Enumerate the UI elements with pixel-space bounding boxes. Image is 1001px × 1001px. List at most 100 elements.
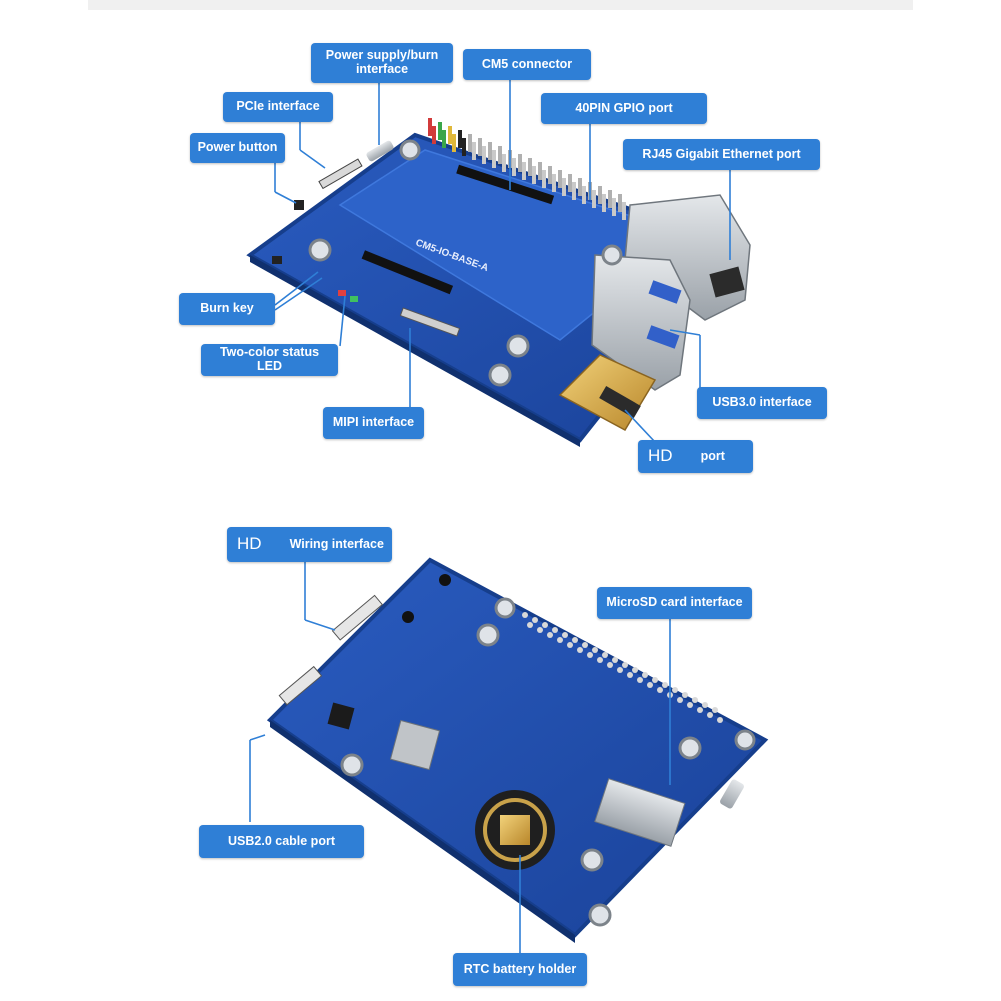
mount-hole (494, 597, 516, 619)
gpio-through-hole (527, 622, 533, 628)
gpio-pin (502, 154, 506, 172)
gpio-pin (568, 174, 572, 192)
gpio-pin (458, 130, 462, 148)
label-hd-wiring-prefix: HD (237, 534, 262, 554)
usb3-port-lower (646, 325, 680, 349)
gpio-pin (608, 190, 612, 208)
top-board-edge (250, 255, 580, 447)
gpio-through-hole (642, 672, 648, 678)
label-power-button: Power button (190, 133, 285, 163)
gpio-pin (538, 162, 542, 180)
gpio-through-hole (652, 677, 658, 683)
top-mounting-holes (308, 139, 623, 387)
rj45-opening (709, 266, 745, 298)
gpio-through-hole (532, 617, 538, 623)
gpio-pin (512, 158, 516, 176)
gpio-through-hole (717, 717, 723, 723)
top-leader-lines (274, 80, 731, 443)
gpio-through-hole (707, 712, 713, 718)
gpio-through-hole (607, 662, 613, 668)
status-led-part (338, 290, 346, 296)
rtc-holder-clip (500, 815, 530, 845)
gpio-pin (478, 138, 482, 156)
mount-hole (476, 623, 500, 647)
label-cm5-connector: CM5 connector (463, 49, 591, 80)
gpio-pin (498, 146, 502, 164)
label-gpio: 40PIN GPIO port (541, 93, 707, 124)
gpio-pin (582, 186, 586, 204)
gpio-pin (602, 194, 606, 212)
gpio-pin (552, 174, 556, 192)
gpio-through-hole (672, 687, 678, 693)
mount-hole (308, 238, 332, 262)
gpio-pin (522, 162, 526, 180)
mipi-connector (399, 307, 461, 337)
mount-hole (601, 244, 623, 266)
status-led-part (350, 296, 358, 302)
burn-key-part (272, 256, 282, 264)
gpio-through-hole (597, 657, 603, 663)
gpio-through-hole (537, 627, 543, 633)
gpio-pin (598, 186, 602, 204)
usb-fpc-connector (278, 665, 323, 706)
rtc-holder-ring (483, 798, 547, 862)
gpio-through-hole (582, 642, 588, 648)
gpio-pin (618, 194, 622, 212)
top-board: CM5-IO-BASE-A (246, 80, 751, 447)
mount-hole (678, 736, 702, 760)
mount-hole (506, 334, 530, 358)
gpio-pin (432, 126, 436, 144)
ic-chip (327, 702, 355, 730)
gpio-through-hole (592, 647, 598, 653)
gpio-pin (622, 202, 626, 220)
gpio-pin (542, 170, 546, 188)
mount-hole (588, 903, 612, 927)
label-hd-port: HD port (638, 440, 753, 473)
gpio-through-hole (602, 652, 608, 658)
usb-c-port (366, 140, 394, 162)
gpio-pin (572, 182, 576, 200)
gpio-through-hole (587, 652, 593, 658)
gpio-through-hole (697, 707, 703, 713)
microsd-slot (594, 778, 686, 847)
gpio-through-hole (647, 682, 653, 688)
label-usb3: USB3.0 interface (697, 387, 827, 419)
gpio-through-hole (687, 702, 693, 708)
hdmi-fpc-connector (331, 594, 384, 641)
gpio-pin (518, 154, 522, 172)
label-rj45: RJ45 Gigabit Ethernet port (623, 139, 820, 170)
gpio-through-hole (702, 702, 708, 708)
gpio-through-hole (557, 637, 563, 643)
gpio-pin (472, 142, 476, 160)
gpio-through-hole (562, 632, 568, 638)
bottom-board-pcb (266, 557, 769, 938)
black-marker-dot (439, 574, 451, 586)
mount-hole (340, 753, 364, 777)
gpio-through-hole (522, 612, 528, 618)
gpio-through-hole (657, 687, 663, 693)
top-edge-strip (88, 0, 913, 10)
gpio-pin (532, 166, 536, 184)
gpio-pin (488, 142, 492, 160)
gpio-through-hole (682, 692, 688, 698)
gpio-through-hole (567, 642, 573, 648)
gpio-pin (468, 134, 472, 152)
gpio-pin (548, 166, 552, 184)
label-hd-wiring: HD Wiring interface (227, 527, 392, 562)
mount-hole (734, 729, 756, 751)
gpio-through-hole (627, 672, 633, 678)
mount-hole (580, 848, 604, 872)
gpio-through-hole (632, 667, 638, 673)
gpio-pin (428, 118, 432, 136)
cm5-connector-2 (361, 250, 454, 295)
bottom-board (249, 557, 769, 955)
gpio-pin (438, 122, 442, 140)
label-pcie: PCIe interface (223, 92, 333, 122)
gpio-pin (462, 138, 466, 156)
gpio-pin (452, 134, 456, 152)
gpio-through-hole (577, 647, 583, 653)
gpio-pin (528, 158, 532, 176)
gpio-through-hole (662, 682, 668, 688)
gpio-through-hole (637, 677, 643, 683)
label-burn-key: Burn key (179, 293, 275, 325)
